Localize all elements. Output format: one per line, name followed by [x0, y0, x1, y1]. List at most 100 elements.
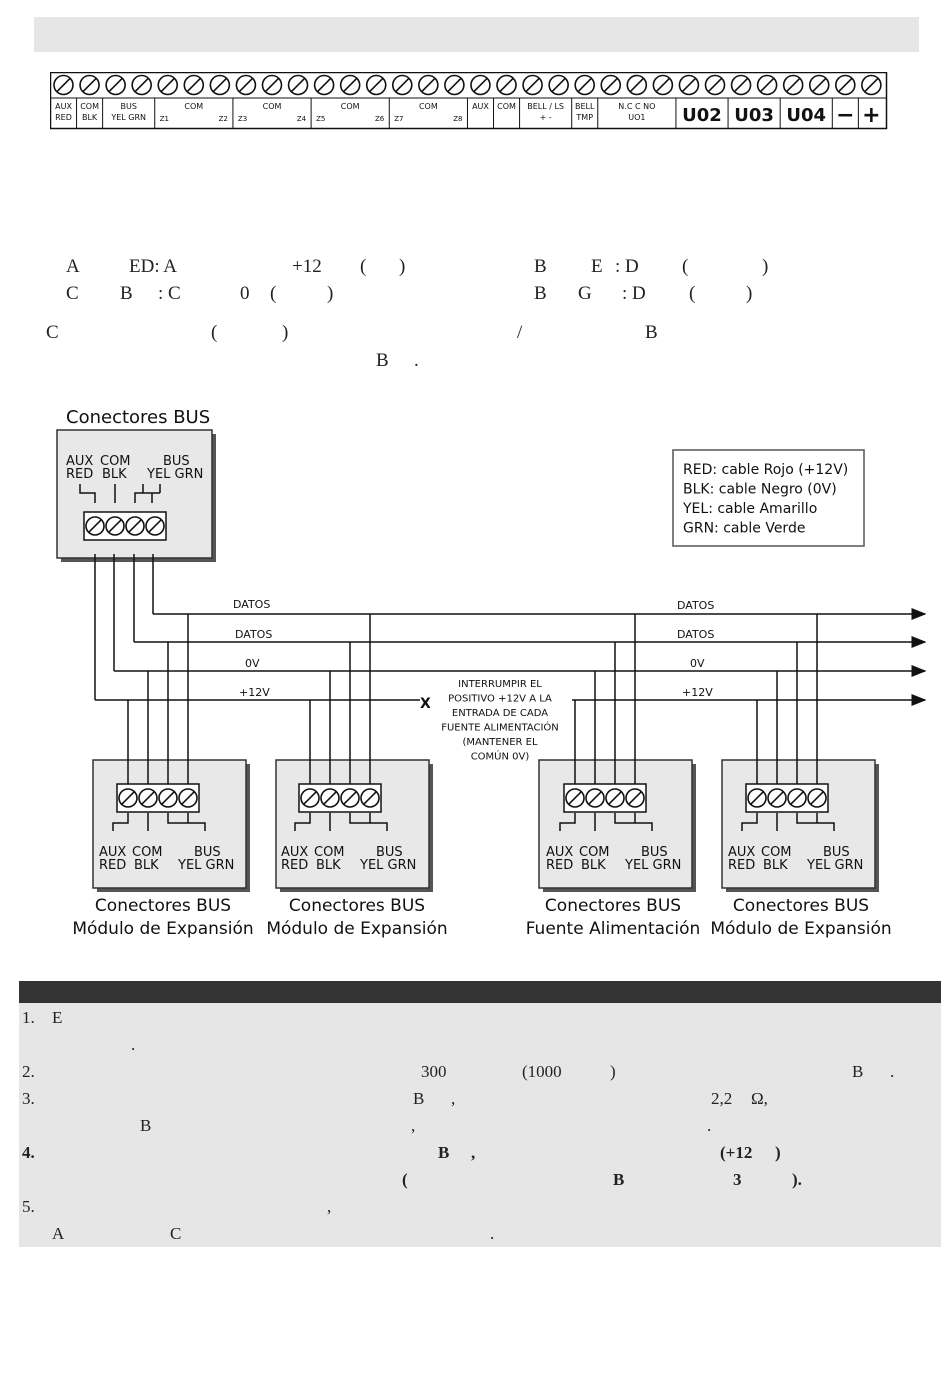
screw-terminal-icon [320, 788, 340, 808]
screw-terminal-icon [565, 788, 585, 808]
connector-label: YEL GRN [624, 858, 681, 873]
terminal-label: Z3 [238, 115, 247, 123]
note-fragment: 300 [421, 1062, 447, 1081]
screw-terminal-icon [157, 74, 179, 96]
connector-label: BUS [641, 845, 668, 860]
screw-terminal-icon [391, 74, 413, 96]
note-fragment: ) [610, 1062, 616, 1081]
connector-label: AUX [99, 845, 126, 860]
text-fragment: B [120, 283, 133, 304]
break-note-line: COMÚN 0V) [471, 750, 530, 763]
screw-terminal-icon [626, 74, 648, 96]
screw-terminal-icon [625, 788, 645, 808]
terminal-label: BELL [575, 102, 595, 111]
screw-terminal-icon [496, 74, 517, 96]
text-fragment: ( [360, 256, 367, 277]
note-fragment: ) [775, 1143, 781, 1162]
connector-label: YEL GRN [146, 467, 203, 482]
screw-terminal-icon [585, 788, 605, 808]
text-fragment: +12 [292, 256, 322, 277]
connector-label: AUX [728, 845, 755, 860]
text-fragment: E [591, 256, 603, 277]
note-fragment: B [413, 1089, 425, 1108]
note-fragment: , [471, 1143, 476, 1162]
screw-terminal-icon [300, 788, 320, 808]
legend-entry: BLK: cable Negro (0V) [683, 482, 837, 498]
terminal-label: AUX [472, 102, 489, 111]
connector-label: AUX [66, 454, 93, 469]
connector-label: BLK [102, 467, 127, 482]
screw-terminal-icon [605, 788, 625, 808]
screw-terminal-icon [807, 788, 827, 808]
wire-label: DATOS [677, 628, 714, 641]
connector-label: COM [761, 845, 792, 860]
terminal-label: RED [55, 113, 72, 122]
legend-entry: GRN: cable Verde [683, 521, 805, 537]
screw-terminal-icon [678, 74, 700, 96]
connector-label: BLK [763, 858, 788, 873]
wire-label: DATOS [233, 598, 270, 611]
note-fragment: . [890, 1062, 895, 1081]
terminal-label: Z1 [160, 115, 169, 123]
screw-terminal-icon [340, 788, 360, 808]
screw-terminal-icon [131, 74, 152, 96]
terminal-label: BUS [120, 102, 136, 111]
terminal-label: COM [184, 102, 203, 111]
terminal-label: U04 [786, 105, 826, 126]
connector-label: BLK [134, 858, 159, 873]
connector-label: RED [546, 858, 573, 873]
terminal-label: + [862, 103, 880, 128]
screw-terminal-icon [730, 74, 752, 96]
note-number: 1. [22, 1008, 35, 1027]
text-fragment: C [46, 322, 59, 343]
break-note-line: FUENTE ALIMENTACIÓN [441, 721, 559, 734]
wire-color-legend: RED: cable Rojo (+12V)BLK: cable Negro (… [672, 449, 865, 547]
module-caption: Conectores BUS [733, 896, 869, 916]
connector-label: BUS [194, 845, 221, 860]
screw-terminal-icon [125, 516, 145, 536]
notes-header-bar [19, 981, 941, 1003]
note-fragment: , [327, 1197, 332, 1216]
text-fragment: B [534, 256, 547, 277]
terminal-label: U03 [734, 105, 774, 126]
terminal-label: COM [419, 102, 438, 111]
text-fragment: B [534, 283, 547, 304]
note-fragment: ( [402, 1170, 408, 1189]
note-fragment: B [613, 1170, 625, 1189]
terminal-label: Z5 [316, 115, 325, 123]
note-fragment: . [707, 1116, 712, 1135]
note-fragment: . [490, 1224, 495, 1243]
terminal-label: − [836, 103, 854, 128]
terminal-label: + - [540, 113, 552, 122]
text-fragment: B [376, 350, 389, 371]
wire-label: 0V [690, 657, 705, 670]
module-caption: Módulo de Expansión [710, 919, 891, 939]
screw-terminal-icon [574, 74, 596, 96]
note-fragment: , [411, 1116, 416, 1135]
text-fragment: ) [762, 256, 769, 277]
note-fragment: . [131, 1035, 136, 1054]
module-caption: Conectores BUS [545, 896, 681, 916]
screw-terminal-icon [53, 74, 74, 96]
connector-label: COM [132, 845, 163, 860]
wire-label: DATOS [235, 628, 272, 641]
screw-terminal-icon [747, 788, 767, 808]
screw-terminal-icon [767, 788, 787, 808]
break-note-line: POSITIVO +12V A LA [448, 694, 552, 705]
break-note-line: INTERRUMPIR EL [458, 679, 542, 690]
note-fragment: 3 [733, 1170, 742, 1189]
connector-label: RED [281, 858, 308, 873]
terminal-label: COM [497, 102, 516, 111]
text-fragment: ) [746, 283, 753, 304]
text-fragment: ( [682, 256, 689, 277]
screw-terminal-icon [79, 74, 100, 96]
terminal-label: UO1 [628, 113, 645, 122]
text-fragment: : D [615, 256, 639, 277]
screw-terminal-icon [861, 74, 882, 96]
note-number: 5. [22, 1197, 35, 1216]
screw-terminal-icon [756, 74, 778, 96]
screw-terminal-icon [834, 74, 856, 96]
note-fragment: , [451, 1089, 456, 1108]
